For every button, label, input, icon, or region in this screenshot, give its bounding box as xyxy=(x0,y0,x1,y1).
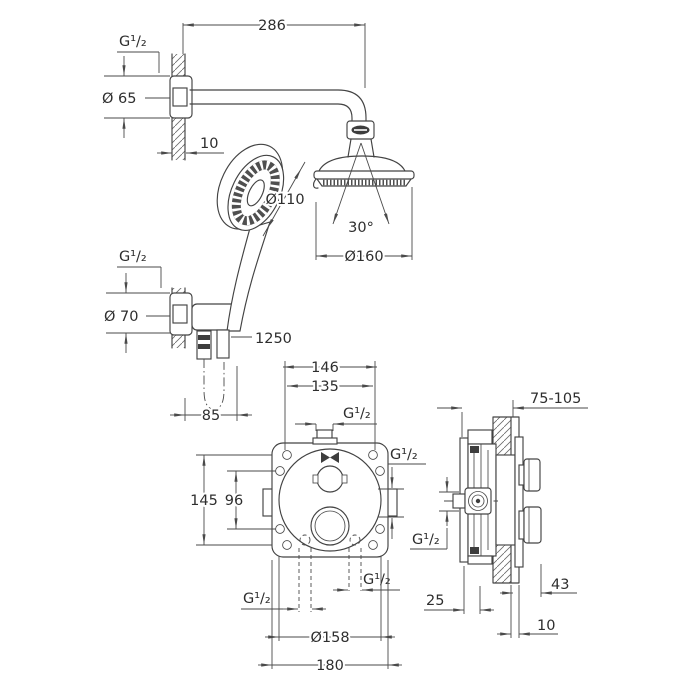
dimension-box-depth: 25 xyxy=(424,566,494,614)
hand-shower-holder xyxy=(169,292,239,336)
box-depth-label: 25 xyxy=(426,593,444,609)
valve-plate-width-label: 180 xyxy=(316,658,344,674)
head-diameter-label: Ø160 xyxy=(344,249,383,265)
dimension-arm-length: 286 xyxy=(182,16,366,88)
valve-top-port-label: G¹/₂ xyxy=(343,406,371,422)
dimension-installation-depth: 75-105 xyxy=(437,389,588,437)
spray-angle-label: 30° xyxy=(348,220,374,236)
valve-screw-spacing-v-label: 96 xyxy=(225,493,243,509)
valve-screw-spacing-h-label: 135 xyxy=(311,379,339,395)
valve-inlet-thread-label: G¹/₂ xyxy=(412,532,440,548)
valve-bottom-left-port-label: G¹/₂ xyxy=(243,591,271,607)
holder-escutcheon-diameter-label: Ø 70 xyxy=(104,309,138,325)
handle-projection-label: 43 xyxy=(551,577,569,593)
dimension-hand-shower-diameter: Ø110 xyxy=(262,161,307,237)
wall-offset-label: 10 xyxy=(200,136,218,152)
dimension-tile-thickness: 10 xyxy=(497,585,558,638)
hand-shower xyxy=(196,143,285,410)
dimension-valve-width: 146 135 xyxy=(283,358,377,450)
valve-body-side xyxy=(444,429,542,568)
valve-height-label: 145 xyxy=(190,493,218,509)
dimension-hose-length: 1250 xyxy=(231,329,294,349)
dimension-head-diameter: Ø160 xyxy=(315,187,413,267)
dimension-holder-distance: 85 xyxy=(170,366,252,426)
shower-arm xyxy=(189,89,375,140)
dimension-valve-side-port: G¹/₂ xyxy=(378,445,426,539)
arm-escutcheon-diameter-label: Ø 65 xyxy=(102,91,136,107)
hose-length-label: 1250 xyxy=(255,331,292,347)
arm-wall-thread-label: G¹/₂ xyxy=(119,34,147,50)
dimension-valve-inlet-thread: G¹/₂ xyxy=(410,477,459,550)
holder-wall-thread-label: G¹/₂ xyxy=(119,249,147,265)
valve-side-view: 75-105 G¹/₂ 43 25 xyxy=(410,389,588,638)
dimension-wall-offset: 10 xyxy=(157,134,224,155)
dimension-valve-top-port: G¹/₂ xyxy=(295,404,377,431)
dimension-spray-angle: 30° xyxy=(332,142,390,238)
dimension-handle-projection: 43 xyxy=(500,564,577,597)
hand-shower-view: G¹/₂ Ø 70 1250 85 xyxy=(102,143,294,426)
dimension-holder-escutcheon-diameter: Ø 70 xyxy=(102,273,170,353)
dimension-valve-plate-width: 180 xyxy=(258,560,402,676)
dimension-arm-escutcheon-diameter: Ø 65 xyxy=(100,56,170,138)
valve-trim-diameter-label: Ø158 xyxy=(310,630,349,646)
dimension-valve-bottom-left-port: G¹/₂ xyxy=(241,589,326,611)
dimension-arm-wall-thread: G¹/₂ xyxy=(117,32,160,73)
valve-side-port-label: G¹/₂ xyxy=(390,447,418,463)
valve-bottom-right-port-label: G¹/₂ xyxy=(363,572,391,588)
valve-body-front xyxy=(262,429,398,558)
arm-length-label: 286 xyxy=(258,18,286,34)
dimension-valve-bottom-right-port: G¹/₂ xyxy=(333,570,400,592)
dimension-valve-trim-diameter: Ø158 xyxy=(265,556,395,648)
head-shower-view: 286 G¹/₂ Ø 65 10 30° xyxy=(100,16,415,267)
dimension-valve-height: 145 96 xyxy=(188,454,276,546)
dimension-holder-wall-thread: G¹/₂ xyxy=(117,247,162,288)
head-shower xyxy=(312,138,415,189)
hand-shower-diameter-label: Ø110 xyxy=(265,192,304,208)
valve-width-label: 146 xyxy=(311,360,339,376)
installation-depth-label: 75-105 xyxy=(530,391,581,407)
holder-distance-label: 85 xyxy=(202,408,220,424)
tile-thickness-label: 10 xyxy=(537,618,555,634)
arm-escutcheon xyxy=(169,75,193,119)
valve-front-view: 146 135 G¹/₂ 145 96 G¹/₂ xyxy=(188,358,426,676)
